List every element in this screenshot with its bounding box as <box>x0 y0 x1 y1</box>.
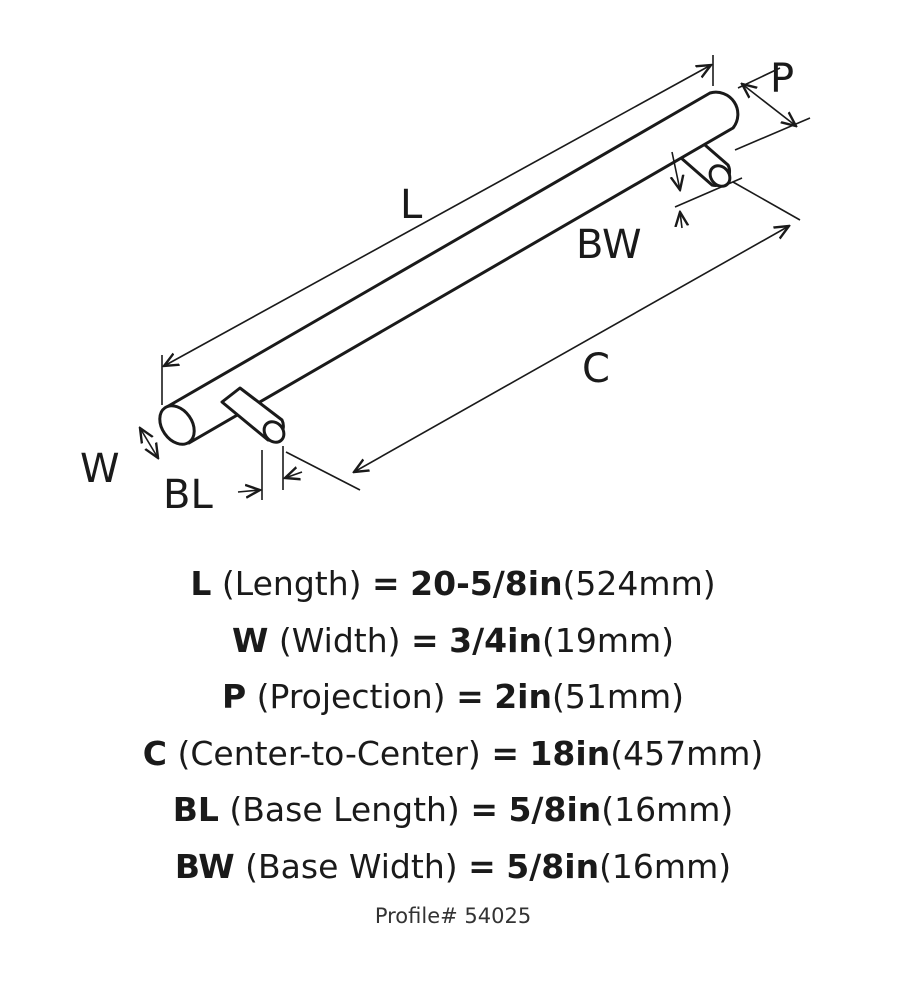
profile-number: Profile# 54025 <box>374 904 532 928</box>
label-w: W <box>80 446 120 492</box>
spec-base-length: BL (Base Length) = 5/8in(16mm) <box>172 790 734 829</box>
spec-center: C (Center-to-Center) = 18in(457mm) <box>142 733 764 773</box>
label-p: P <box>770 56 794 102</box>
bar-end <box>158 404 196 446</box>
label-bl: BL <box>163 472 213 518</box>
spec-projection: P (Projection) = 2in(51mm) <box>221 677 685 716</box>
spec-base-width: BW (Base Width) = 5/8in(16mm) <box>174 846 732 886</box>
spec-length: L (Length) = 20-5/8in(524mm) <box>190 564 716 603</box>
bar <box>163 90 740 445</box>
label-c: C <box>582 346 610 392</box>
label-bw: BW <box>576 222 642 268</box>
label-l: L <box>400 182 423 228</box>
spec-width: W (Width) = 3/4in(19mm) <box>231 620 674 660</box>
spec-list: L (Length) = 20-5/8in(524mm) W (Width) =… <box>0 556 906 895</box>
bar-pull-diagram: L P BW C W BL <box>80 55 811 518</box>
